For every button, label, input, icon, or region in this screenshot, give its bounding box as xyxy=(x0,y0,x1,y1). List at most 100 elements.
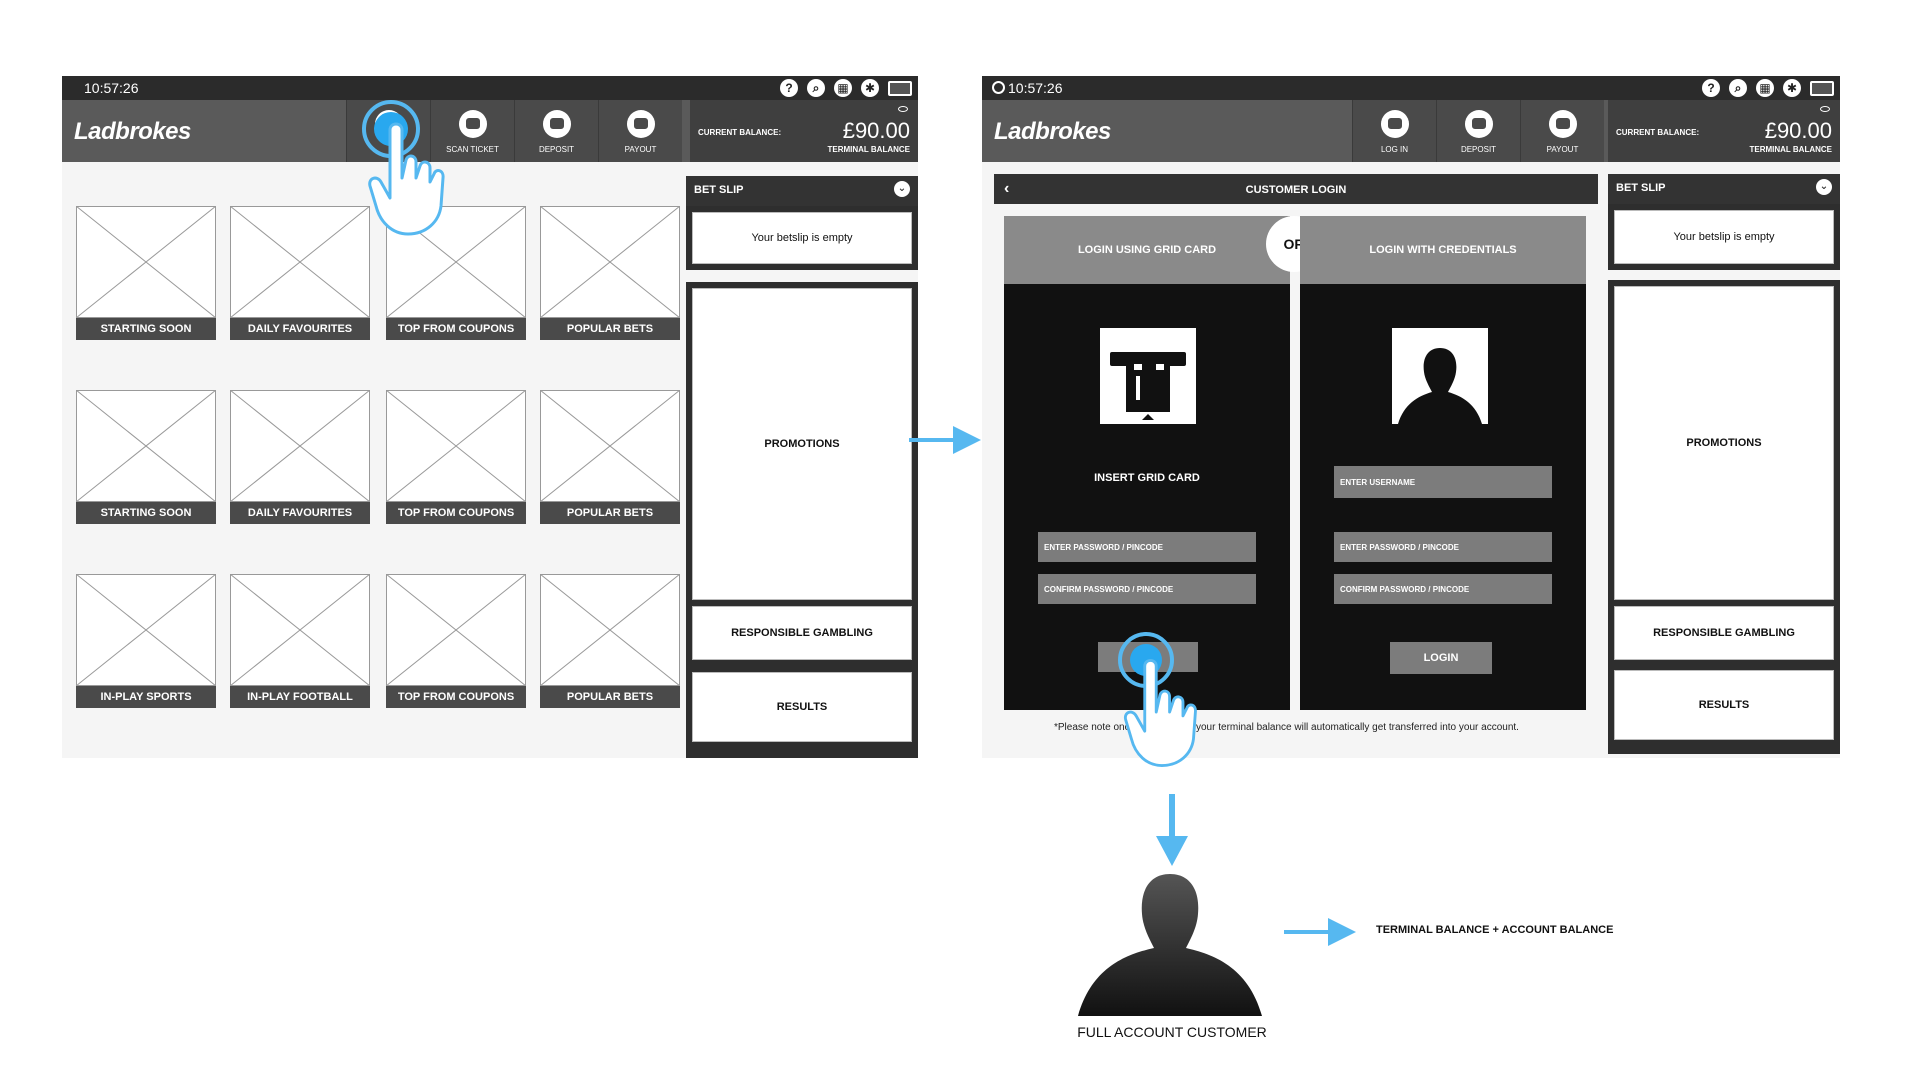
credentials-confirm-password-field[interactable]: CONFIRM PASSWORD / PINCODE xyxy=(1334,574,1552,604)
category-tile[interactable]: DAILY FAVOURITES xyxy=(230,206,370,340)
system-icons: ? ⌕ ▦ ✱ xyxy=(780,79,912,97)
responsible-gambling-button[interactable]: RESPONSIBLE GAMBLING xyxy=(1614,606,1834,660)
image-placeholder xyxy=(76,206,216,318)
credentials-panel-header: LOGIN WITH CREDENTIALS xyxy=(1300,216,1586,284)
chevron-down-icon[interactable]: ⌄ xyxy=(1816,179,1832,195)
betslip-empty: Your betslip is empty xyxy=(692,212,912,264)
deposit-icon xyxy=(1465,110,1493,138)
betslip-header[interactable]: BET SLIP ⌄ xyxy=(1608,174,1840,204)
payout-button[interactable]: PAYOUT xyxy=(1520,100,1604,162)
category-tile[interactable]: TOP FROM COUPONS xyxy=(386,574,526,708)
chevron-down-icon[interactable]: ⌄ xyxy=(894,181,910,197)
user-silhouette-icon xyxy=(1392,328,1488,424)
calculator-icon[interactable]: ▦ xyxy=(1756,79,1774,97)
card-insert-icon xyxy=(1100,328,1196,424)
tile-label: IN-PLAY SPORTS xyxy=(76,686,216,708)
app-header: Ladbrokes LOG IN DEPOSIT PAYOUT CURRENT … xyxy=(982,100,1840,162)
deposit-button[interactable]: DEPOSIT xyxy=(1436,100,1520,162)
promotions-panel[interactable]: PROMOTIONS xyxy=(692,288,912,600)
category-tile[interactable]: DAILY FAVOURITES xyxy=(230,390,370,524)
image-placeholder xyxy=(76,574,216,686)
clock-time: 10:57:26 xyxy=(1008,80,1063,96)
help-icon[interactable]: ? xyxy=(780,79,798,97)
tile-label: STARTING SOON xyxy=(76,318,216,340)
credentials-password-field[interactable]: ENTER PASSWORD / PINCODE xyxy=(1334,532,1552,562)
settings-icon[interactable]: ✱ xyxy=(861,79,879,97)
login-button[interactable]: LOG IN xyxy=(1352,100,1436,162)
help-icon[interactable]: ? xyxy=(1702,79,1720,97)
image-placeholder xyxy=(540,390,680,502)
payout-button[interactable]: PAYOUT xyxy=(598,100,682,162)
tile-label: TOP FROM COUPONS xyxy=(386,502,526,524)
deposit-button[interactable]: DEPOSIT xyxy=(514,100,598,162)
search-icon[interactable]: ⌕ xyxy=(807,79,825,97)
note-text-left: *Please note onc xyxy=(1054,722,1130,733)
category-tile[interactable]: IN-PLAY FOOTBALL xyxy=(230,574,370,708)
tile-label: TOP FROM COUPONS xyxy=(386,686,526,708)
note-text-right: your terminal balance will automatically… xyxy=(1196,722,1519,733)
payout-icon xyxy=(627,110,655,138)
left-terminal-screen: 10:57:26 ? ⌕ ▦ ✱ Ladbrokes SCAN TICKET D… xyxy=(62,76,918,758)
tile-label: STARTING SOON xyxy=(76,502,216,524)
eye-icon[interactable] xyxy=(898,106,908,112)
image-placeholder xyxy=(230,206,370,318)
payout-icon xyxy=(1549,110,1577,138)
tile-label: POPULAR BETS xyxy=(540,502,680,524)
image-placeholder xyxy=(540,206,680,318)
customer-login-header: ‹ CUSTOMER LOGIN xyxy=(994,174,1598,204)
image-placeholder xyxy=(230,390,370,502)
image-placeholder xyxy=(540,574,680,686)
customer-silhouette-icon xyxy=(1078,874,1262,1016)
category-tile[interactable]: IN-PLAY SPORTS xyxy=(76,574,216,708)
back-icon[interactable]: ‹ xyxy=(1004,180,1010,197)
category-tile[interactable]: TOP FROM COUPONS xyxy=(386,390,526,524)
image-placeholder xyxy=(386,390,526,502)
system-icons: ? ⌕ ▦ ✱ xyxy=(1702,79,1834,97)
outcome-label: TERMINAL BALANCE + ACCOUNT BALANCE xyxy=(1376,924,1614,936)
flow-arrow-outcome xyxy=(1284,918,1356,946)
results-button[interactable]: RESULTS xyxy=(1614,670,1834,740)
pointing-hand-icon xyxy=(1123,659,1197,767)
scan-ticket-button[interactable]: SCAN TICKET xyxy=(430,100,514,162)
keyboard-icon[interactable] xyxy=(888,81,912,96)
settings-icon[interactable]: ✱ xyxy=(1783,79,1801,97)
flow-arrow-right xyxy=(909,426,981,454)
calculator-icon[interactable]: ▦ xyxy=(834,79,852,97)
responsible-gambling-button[interactable]: RESPONSIBLE GAMBLING xyxy=(692,606,912,660)
pointing-hand-icon xyxy=(368,122,445,236)
status-bar: 10:57:26 ? ⌕ ▦ ✱ xyxy=(982,76,1840,100)
image-placeholder xyxy=(230,574,370,686)
flow-arrow-down xyxy=(1156,794,1188,866)
balance-amount: £90.00 xyxy=(1764,118,1832,143)
app-header: Ladbrokes SCAN TICKET DEPOSIT PAYOUT CUR… xyxy=(62,100,918,162)
deposit-icon xyxy=(543,110,571,138)
eye-icon[interactable] xyxy=(1820,106,1830,112)
tile-label: DAILY FAVOURITES xyxy=(230,502,370,524)
grid-password-field[interactable]: ENTER PASSWORD / PINCODE xyxy=(1038,532,1256,562)
balance-panel: CURRENT BALANCE: £90.00 TERMINAL BALANCE xyxy=(690,100,918,162)
insert-grid-card-label: INSERT GRID CARD xyxy=(1094,472,1200,484)
category-tile[interactable]: POPULAR BETS xyxy=(540,390,680,524)
login-submit-button[interactable]: LOGIN xyxy=(1390,642,1492,674)
tile-label: POPULAR BETS xyxy=(540,686,680,708)
search-icon[interactable]: ⌕ xyxy=(1729,79,1747,97)
balance-panel: CURRENT BALANCE: £90.00 TERMINAL BALANCE xyxy=(1608,100,1840,162)
ladbrokes-logo: Ladbrokes xyxy=(74,118,191,145)
promotions-panel[interactable]: PROMOTIONS xyxy=(1614,286,1834,600)
betslip-header[interactable]: BET SLIP ⌄ xyxy=(686,176,918,206)
results-button[interactable]: RESULTS xyxy=(692,672,912,742)
status-bar: 10:57:26 ? ⌕ ▦ ✱ xyxy=(62,76,918,100)
category-tile[interactable]: POPULAR BETS xyxy=(540,206,680,340)
clock-icon xyxy=(992,81,1005,94)
ladbrokes-logo: Ladbrokes xyxy=(994,118,1111,145)
category-tile[interactable]: STARTING SOON xyxy=(76,206,216,340)
keyboard-icon[interactable] xyxy=(1810,81,1834,96)
grid-confirm-password-field[interactable]: CONFIRM PASSWORD / PINCODE xyxy=(1038,574,1256,604)
username-field[interactable]: ENTER USERNAME xyxy=(1334,466,1552,498)
betslip-empty: Your betslip is empty xyxy=(1614,210,1834,264)
right-terminal-screen: 10:57:26 ? ⌕ ▦ ✱ Ladbrokes LOG IN DEPOSI… xyxy=(982,76,1840,758)
category-tile[interactable]: POPULAR BETS xyxy=(540,574,680,708)
tile-label: DAILY FAVOURITES xyxy=(230,318,370,340)
category-tile[interactable]: STARTING SOON xyxy=(76,390,216,524)
tile-label: TOP FROM COUPONS xyxy=(386,318,526,340)
